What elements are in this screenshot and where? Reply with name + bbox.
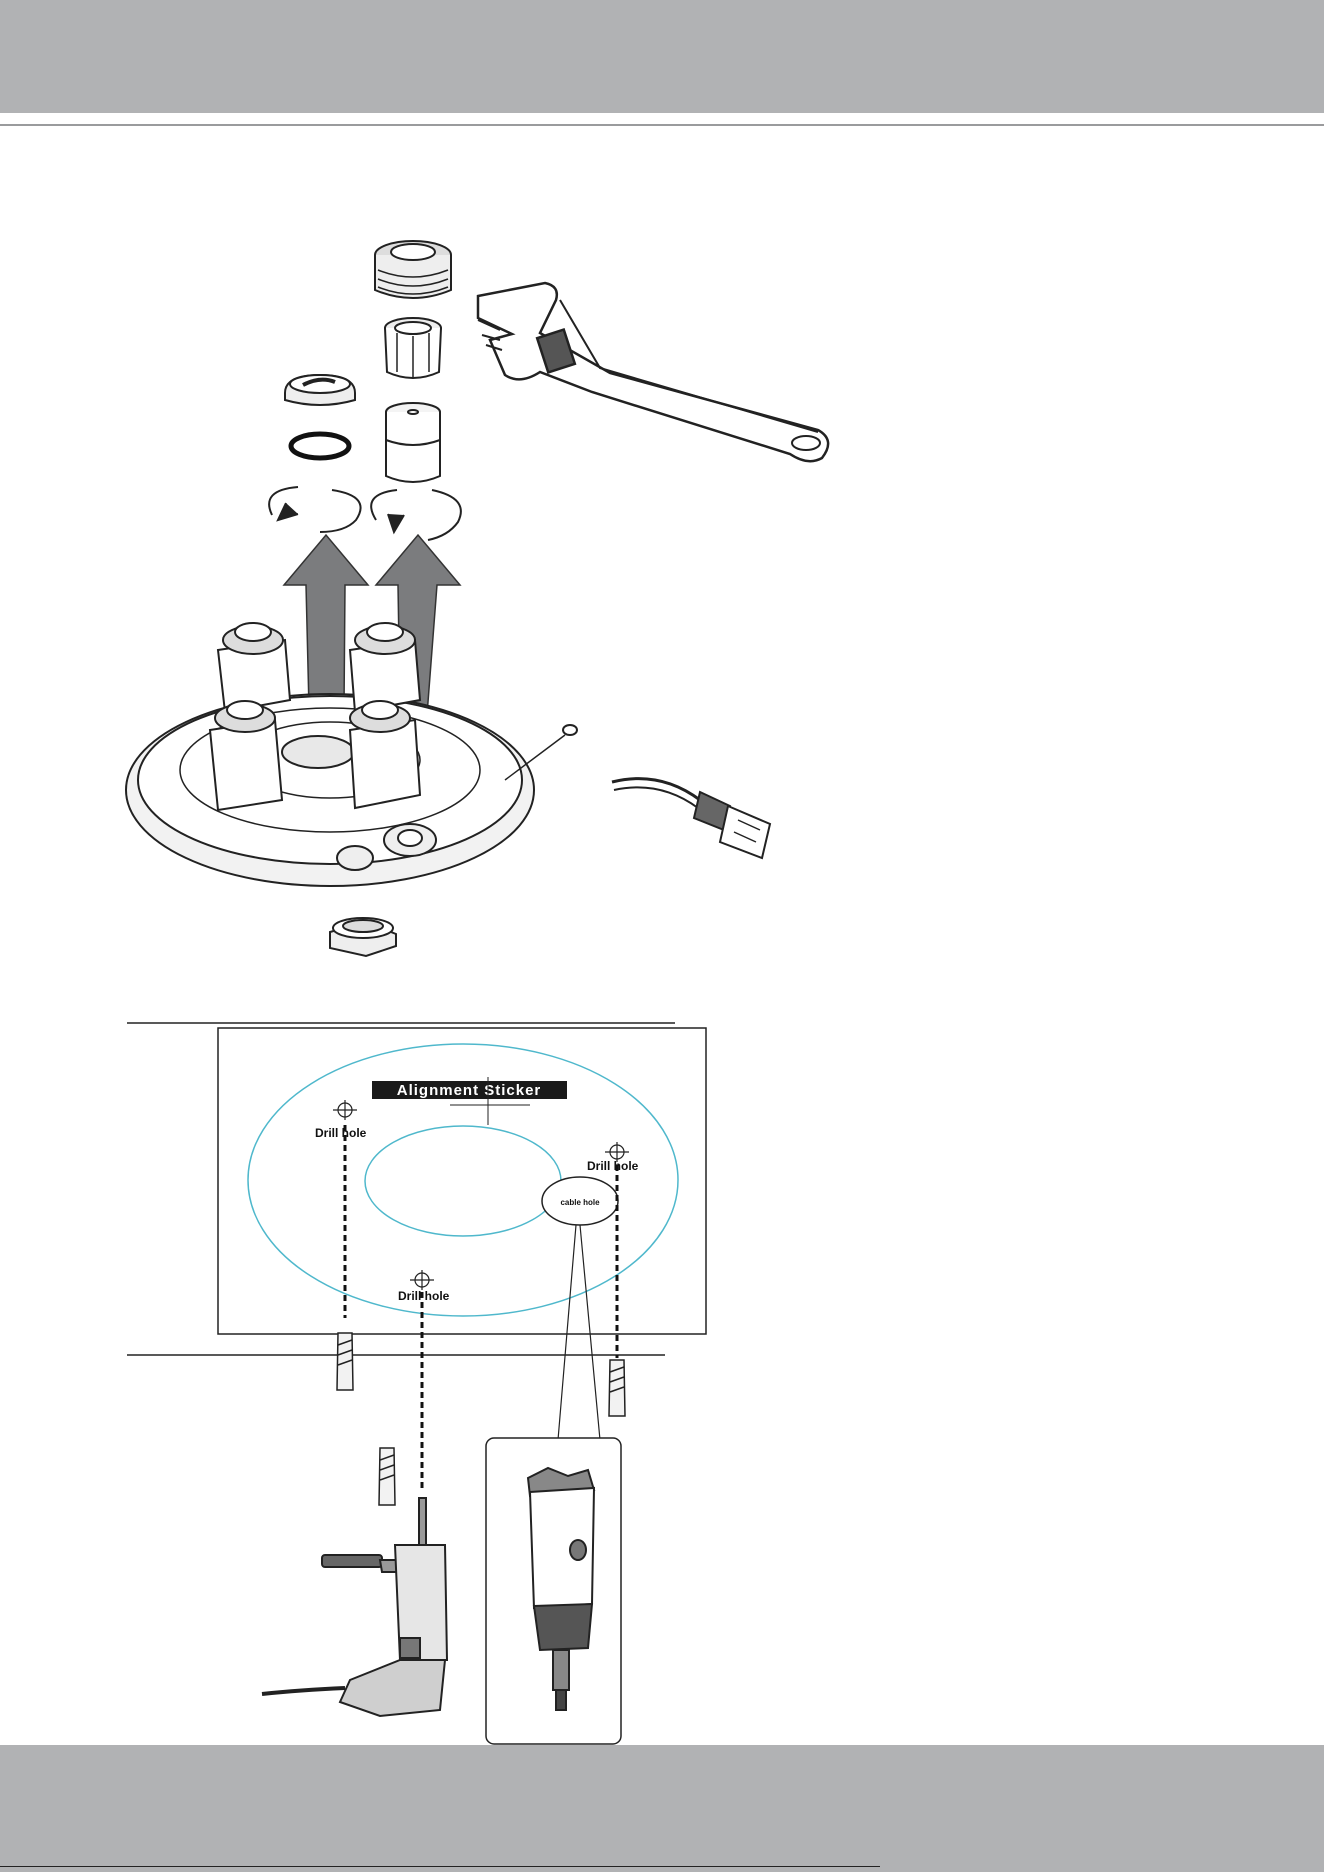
drill-hole-label-bottom: Drill hole — [398, 1289, 450, 1303]
sticker-label: Alignment Sticker — [397, 1082, 542, 1099]
o-ring-icon — [291, 434, 349, 458]
plug-cap-icon — [285, 375, 355, 405]
page-footer-bar — [0, 1745, 1324, 1872]
rotate-right-arrow-icon — [371, 490, 461, 540]
gland-collet-icon — [385, 318, 441, 378]
ethernet-cable-icon — [612, 779, 770, 858]
cable-gland-nut-icon — [375, 241, 451, 298]
hex-nut-icon — [330, 918, 396, 956]
wrench-icon — [478, 283, 828, 461]
footer-rule — [0, 1866, 880, 1867]
rubber-seal-icon — [386, 403, 440, 482]
drill-hole-label-left: Drill hole — [315, 1126, 367, 1140]
camera-base-icon — [126, 623, 577, 886]
rotate-left-arrow-icon — [269, 487, 360, 532]
alignment-sticker-sheet — [218, 1028, 706, 1334]
power-drill-icon — [262, 1498, 447, 1716]
cable-hole-label: cable hole — [560, 1198, 600, 1207]
drill-hole-label-right: Drill hole — [587, 1159, 639, 1173]
